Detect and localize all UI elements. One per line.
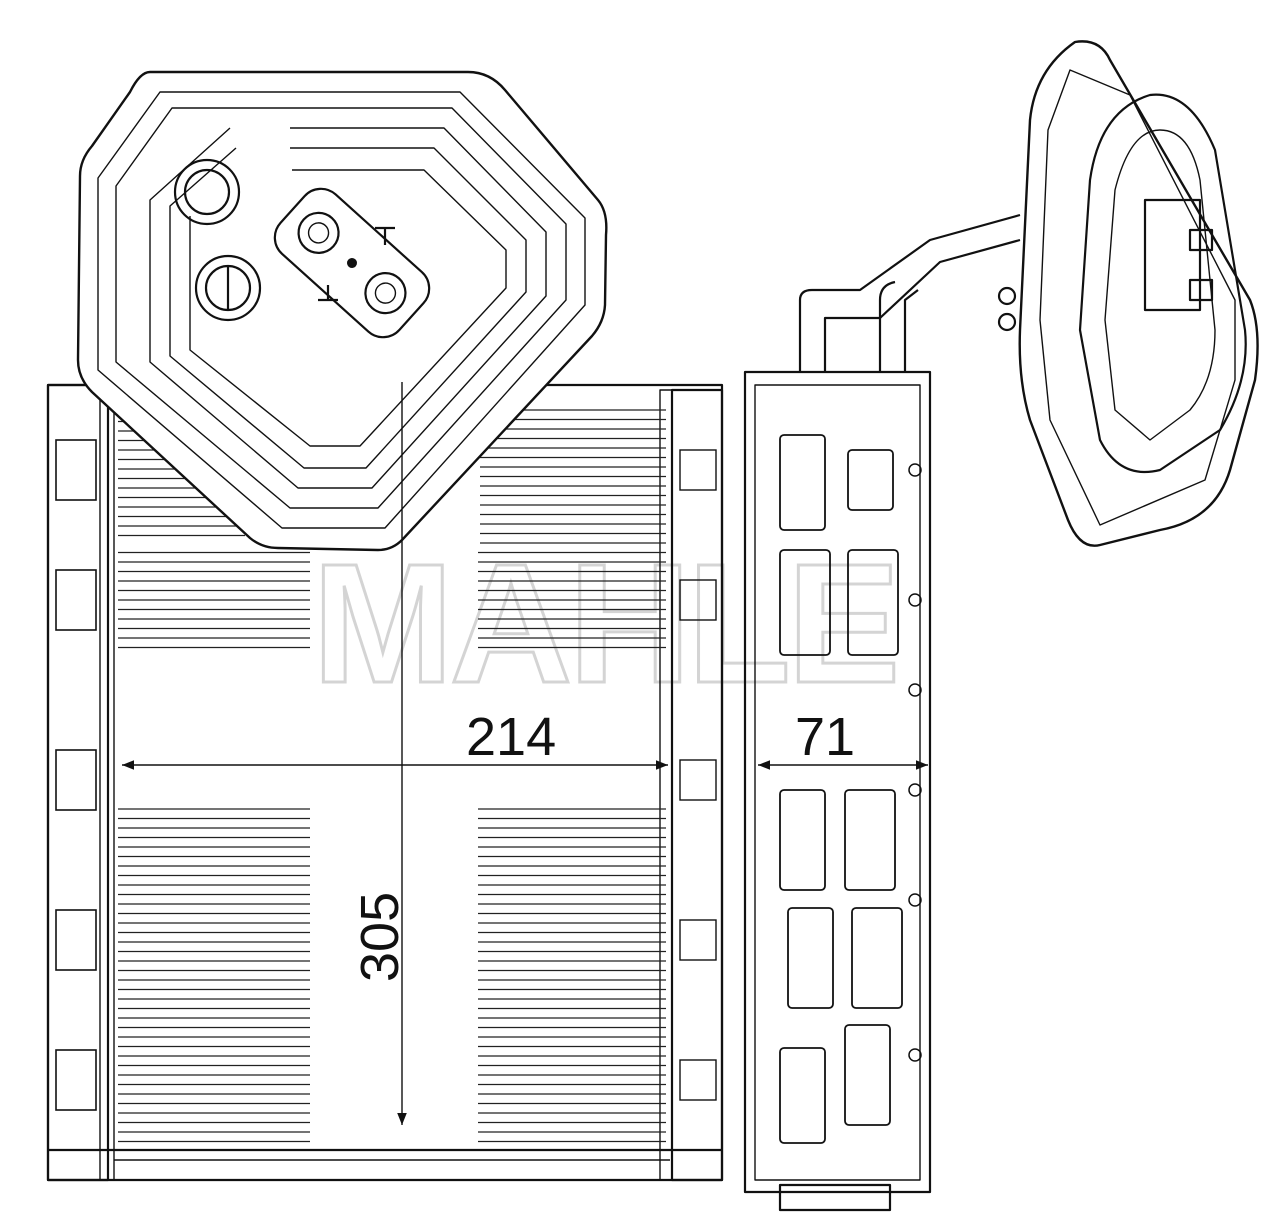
side-block [779, 789, 826, 891]
right-header [659, 389, 673, 1181]
tank-clip [679, 1059, 717, 1101]
tank-clip [55, 439, 97, 501]
side-foot [778, 1183, 892, 1212]
tank-outline [76, 70, 608, 552]
flange-bolt-2 [997, 312, 1017, 332]
tank-clip [679, 449, 717, 491]
tank-clips [55, 439, 717, 1111]
left-tank [46, 383, 110, 1182]
side-view [743, 213, 1021, 1212]
flange-block [1143, 198, 1202, 312]
side-inner [754, 384, 921, 1181]
tank-clip [55, 909, 97, 971]
flange-tab-2 [1188, 278, 1214, 302]
tank-clip [679, 579, 717, 621]
pipe-4 [903, 289, 919, 372]
pipe-3 [878, 280, 896, 372]
tank-flange-2 [115, 107, 567, 509]
side-block [779, 549, 831, 656]
side-block [847, 449, 894, 511]
inlet-port-inner [183, 168, 231, 216]
tank-clip [55, 569, 97, 631]
flange-tab-1 [1188, 228, 1214, 252]
pipe-2 [823, 238, 1021, 372]
side-bolt [908, 593, 922, 607]
t-mark-2 [318, 285, 338, 302]
tank-inner-3 [189, 169, 507, 447]
flange-bolt-1 [997, 286, 1017, 306]
side-bolt [908, 463, 922, 477]
side-bolt [908, 893, 922, 907]
side-blocks [779, 434, 922, 1144]
depth-dimension-label: 71 [795, 707, 855, 767]
outlet-port [194, 254, 262, 322]
side-bolt [908, 683, 922, 697]
watermark-logo: MAHLE [312, 529, 896, 719]
tank-inner-1 [149, 127, 547, 489]
side-bolt [908, 783, 922, 797]
pipe-1 [798, 213, 1021, 372]
tank-clip [55, 749, 97, 811]
width-dimension-label: 214 [466, 707, 556, 767]
tank-clip [679, 919, 717, 961]
tank-flange-1 [97, 91, 586, 529]
valve-flange [997, 40, 1259, 547]
top-tank [76, 70, 608, 552]
tank-clip [679, 759, 717, 801]
side-bolt [908, 1048, 922, 1062]
tank-clip [55, 1049, 97, 1111]
side-block [787, 907, 834, 1009]
tank-inner-2 [169, 147, 527, 469]
side-block [779, 1047, 826, 1144]
side-block [779, 434, 826, 531]
side-block [844, 1024, 891, 1126]
side-block [851, 907, 903, 1009]
t-mark-1 [375, 226, 395, 245]
dimensions: 214 305 71 [122, 382, 928, 1125]
height-dimension-label: 305 [350, 892, 410, 982]
expansion-connector [273, 187, 431, 339]
inlet-port [173, 158, 241, 226]
side-block [844, 789, 896, 891]
side-outline [743, 370, 932, 1194]
side-block [847, 549, 899, 656]
